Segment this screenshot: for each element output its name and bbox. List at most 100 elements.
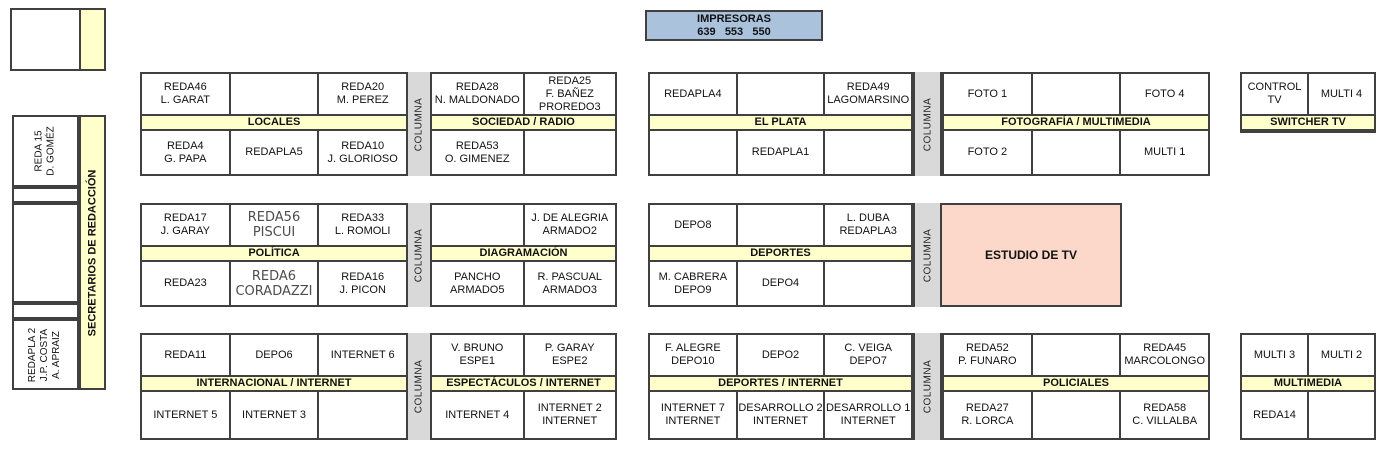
desk-cell xyxy=(738,74,826,114)
desk-cell: MULTI 2 xyxy=(1320,348,1363,361)
section-band: MULTIMEDIA xyxy=(1242,375,1374,392)
section-band: DEPORTES xyxy=(650,245,911,262)
desk-cell: REDA49 LAGOMARSINO xyxy=(827,81,910,106)
desk-cell: DESARROLLO 2 INTERNET xyxy=(738,392,826,438)
columna-strip: COLUMNA xyxy=(913,333,942,440)
desk-cell: DEPO8 xyxy=(650,205,738,245)
columna-strip: COLUMNA xyxy=(406,203,432,307)
desk-cell: INTERNET 3 xyxy=(231,392,320,438)
desk-redapla2-label: REDAPLA 2 J.P. COSTA A. APRAIZ xyxy=(27,327,63,382)
columna-label: COLUMNA xyxy=(413,97,425,151)
section-band: DEPORTES / INTERNET xyxy=(650,375,911,392)
desk-cell: REDA17 J. GARAY xyxy=(142,205,231,245)
desk-redapla2: REDAPLA 2 J.P. COSTA A. APRAIZ xyxy=(12,319,79,390)
columna-label: COLUMNA xyxy=(413,228,425,282)
section-band: POLICIALES xyxy=(944,375,1208,392)
corner-box-yellow xyxy=(79,10,104,69)
desk-cell: REDA52 P. FUNARO xyxy=(944,335,1033,375)
desk-cell xyxy=(319,392,406,438)
desk-cell: REDA11 xyxy=(142,335,231,375)
block-switcher-tv: CONTROL TV MULTI 4 SWITCHER TV xyxy=(1240,72,1376,133)
printers-box: IMPRESORAS 639 553 550 xyxy=(645,10,823,41)
desk-cell: DEPO4 xyxy=(738,262,826,305)
corner-box xyxy=(10,8,106,71)
desk-cell: J. DE ALEGRIA ARMADO2 xyxy=(531,212,609,237)
desk-cell: REDA20 M. PEREZ xyxy=(336,81,389,106)
columna-label: COLUMNA xyxy=(922,228,934,282)
columna-strip: COLUMNA xyxy=(913,203,942,307)
columna-label: COLUMNA xyxy=(413,359,425,414)
desk-reda15-label: REDA 15 D. GOMÉZ xyxy=(33,126,57,176)
desk-cell xyxy=(432,205,525,245)
desk-cell: M. CABRERA DEPO9 xyxy=(650,262,738,305)
desk-cell: REDA28 N. MALDONADO xyxy=(432,74,525,114)
desk-cell: REDA16 J. PICON xyxy=(339,270,386,296)
desk-cell: REDA58 C. VILLALBA xyxy=(1132,402,1198,427)
desk-cell: INTERNET 7 INTERNET xyxy=(650,392,738,438)
columna-label: COLUMNA xyxy=(922,359,934,414)
desk-cell: MULTI 3 xyxy=(1242,335,1309,375)
desk-cell: C. VEIGA DEPO7 xyxy=(844,342,893,367)
section-band: SWITCHER TV xyxy=(1242,114,1374,131)
desk-cell: R. PASCUAL ARMADO3 xyxy=(537,270,603,296)
printers-numbers: 639 553 550 xyxy=(697,25,771,38)
desk-cell xyxy=(1033,74,1122,114)
desk-cell: DESARROLLO 1 INTERNET xyxy=(825,402,911,427)
columna-strip: COLUMNA xyxy=(406,72,432,176)
desk-cell: REDA45 MARCOLONGO xyxy=(1124,342,1206,367)
desk-cell: REDA53 O. GIMENEZ xyxy=(432,131,525,174)
desk-cell: FOTO 2 xyxy=(944,131,1033,174)
desk-cell xyxy=(231,74,320,114)
desk-cell: REDAPLA4 xyxy=(650,74,738,114)
empty-desk-box xyxy=(12,187,79,203)
desk-cell: INTERNET 2 INTERNET xyxy=(537,402,602,427)
desk-cell: V. BRUNO ESPE1 xyxy=(432,335,525,375)
desk-cell: DEPO6 xyxy=(231,335,320,375)
section-band: DIAGRAMACIÓN xyxy=(432,245,615,262)
desk-cell: REDA14 xyxy=(1242,392,1309,438)
desk-cell: REDA46 L. GARAT xyxy=(142,74,231,114)
desk-cell xyxy=(738,205,826,245)
desk-cell: PANCHO ARMADO5 xyxy=(432,262,525,305)
desk-cell: MULTI 1 xyxy=(1144,146,1186,158)
desk-cell: FOTO 1 xyxy=(944,74,1033,114)
desk-cell: CONTROL TV xyxy=(1242,74,1309,114)
desk-cell xyxy=(825,131,911,174)
printers-title: IMPRESORAS xyxy=(697,12,771,25)
secretaries-label: SECRETARIOS DE REDACCIÓN xyxy=(86,169,99,336)
desk-cell: FOTO 4 xyxy=(1144,87,1185,100)
section-band: INTERNACIONAL / INTERNET xyxy=(142,375,406,392)
desk-cell: MULTI 4 xyxy=(1320,87,1363,100)
secretaries-strip: SECRETARIOS DE REDACCIÓN xyxy=(79,115,106,390)
desk-cell xyxy=(650,131,738,174)
columna-strip: COLUMNA xyxy=(913,72,942,176)
desk-cell: REDA56 PISCUI xyxy=(231,205,320,245)
empty-desk-box xyxy=(12,203,79,303)
desk-cell: REDA27 R. LORCA xyxy=(944,392,1033,438)
section-band: ESPECTÁCULOS / INTERNET xyxy=(432,375,615,392)
columna-label: COLUMNA xyxy=(922,97,934,151)
section-band: FOTOGRAFÍA / MULTIMEDIA xyxy=(944,114,1208,131)
desk-cell xyxy=(1033,335,1122,375)
block-policiales: REDA52 P. FUNARO REDA45 MARCOLONGO POLICIA… xyxy=(942,333,1210,440)
desk-cell: REDAPLA1 xyxy=(738,131,826,174)
desk-cell: REDAPLA5 xyxy=(231,131,320,174)
section-band: SOCIEDAD / RADIO xyxy=(432,114,615,131)
columna-strip: COLUMNA xyxy=(406,333,432,440)
desk-cell xyxy=(1033,392,1122,438)
desk-cell: REDA6 CORADAZZI xyxy=(231,262,320,305)
desk-cell xyxy=(1309,392,1374,438)
empty-desk-box xyxy=(12,303,79,319)
section-band: LOCALES xyxy=(142,114,406,131)
desk-cell: REDA10 J. GLORIOSO xyxy=(327,139,398,165)
